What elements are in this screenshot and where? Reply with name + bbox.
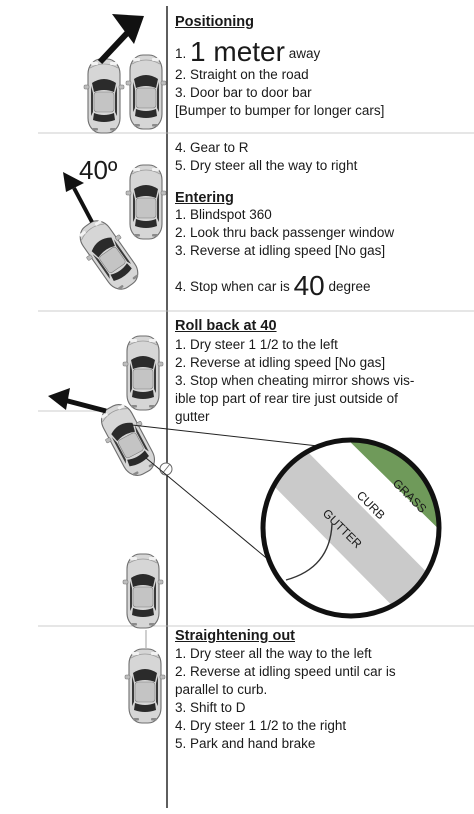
straightening-step-3: 3. Shift to D (175, 700, 246, 715)
arrow-angle-icon (63, 172, 94, 223)
rollback-steps: 1. Dry steer 1 1/2 to the left 2. Revers… (175, 336, 414, 426)
straightening-steps: 1. Dry steer all the way to the left 2. … (175, 645, 396, 753)
magnifier: GRASS CURB GUTTER (260, 437, 442, 619)
heading-positioning: Positioning (175, 14, 254, 30)
car-own-straightened (124, 648, 166, 724)
positioning-step-1: 1. 1 meter away (175, 36, 321, 67)
entering-step-1: 1. Blindspot 360 (175, 207, 272, 222)
entering-steps: 1. Blindspot 360 2. Look thru back passe… (175, 206, 394, 260)
positioning-step-3-note: [Bumper to bumper for longer cars] (175, 103, 385, 118)
positioning-step-3: 3. Door bar to door bar (175, 85, 312, 100)
entering-step-3: 3. Reverse at idling speed [No gas] (175, 243, 386, 258)
car-parked-rear (122, 553, 164, 629)
positioning-steps-2: 4. Gear to R 5. Dry steer all the way to… (175, 139, 357, 175)
magnifier-connector-top (131, 424, 319, 447)
rollback-step-3b: ible top part of rear tire just outside … (175, 391, 398, 406)
rollback-step-3c: gutter (175, 409, 210, 424)
entering-step-4: 4. Stop when car is 40 degree (175, 270, 371, 301)
entering-step-2: 2. Look thru back passenger window (175, 225, 395, 240)
magnifier-connector-bottom (145, 457, 277, 567)
angle-label: 40º (79, 155, 118, 185)
positioning-steps: 1. 1 meter away 2. Straight on the road … (175, 38, 384, 120)
heading-entering: Entering (175, 190, 234, 206)
arrow-forward-icon (97, 14, 144, 65)
rollback-step-3: 3. Stop when cheating mirror shows vis- (175, 373, 415, 388)
straightening-step-2b: parallel to curb. (175, 682, 268, 697)
straightening-step-1: 1. Dry steer all the way to the left (175, 646, 372, 661)
car-parked-rollback (122, 335, 164, 411)
rollback-step-1: 1. Dry steer 1 1/2 to the left (175, 337, 338, 352)
positioning-step-2: 2. Straight on the road (175, 67, 309, 82)
rollback-step-2: 2. Reverse at idling speed [No gas] (175, 355, 386, 370)
heading-rollback: Roll back at 40 (175, 318, 277, 334)
car-parked-front (125, 54, 167, 130)
arrow-left-icon (48, 388, 107, 414)
straightening-step-5: 5. Park and hand brake (175, 736, 316, 751)
car-own-positioning (83, 58, 125, 134)
heading-straightening: Straightening out (175, 628, 296, 644)
positioning-step-5: 5. Dry steer all the way to right (175, 158, 358, 173)
car-parked-entering (125, 164, 167, 240)
tire-arc (285, 523, 333, 581)
straightening-step-2: 2. Reverse at idling speed until car is (175, 664, 396, 679)
positioning-step-4: 4. Gear to R (175, 140, 249, 155)
straightening-step-4: 4. Dry steer 1 1/2 to the right (175, 718, 347, 733)
